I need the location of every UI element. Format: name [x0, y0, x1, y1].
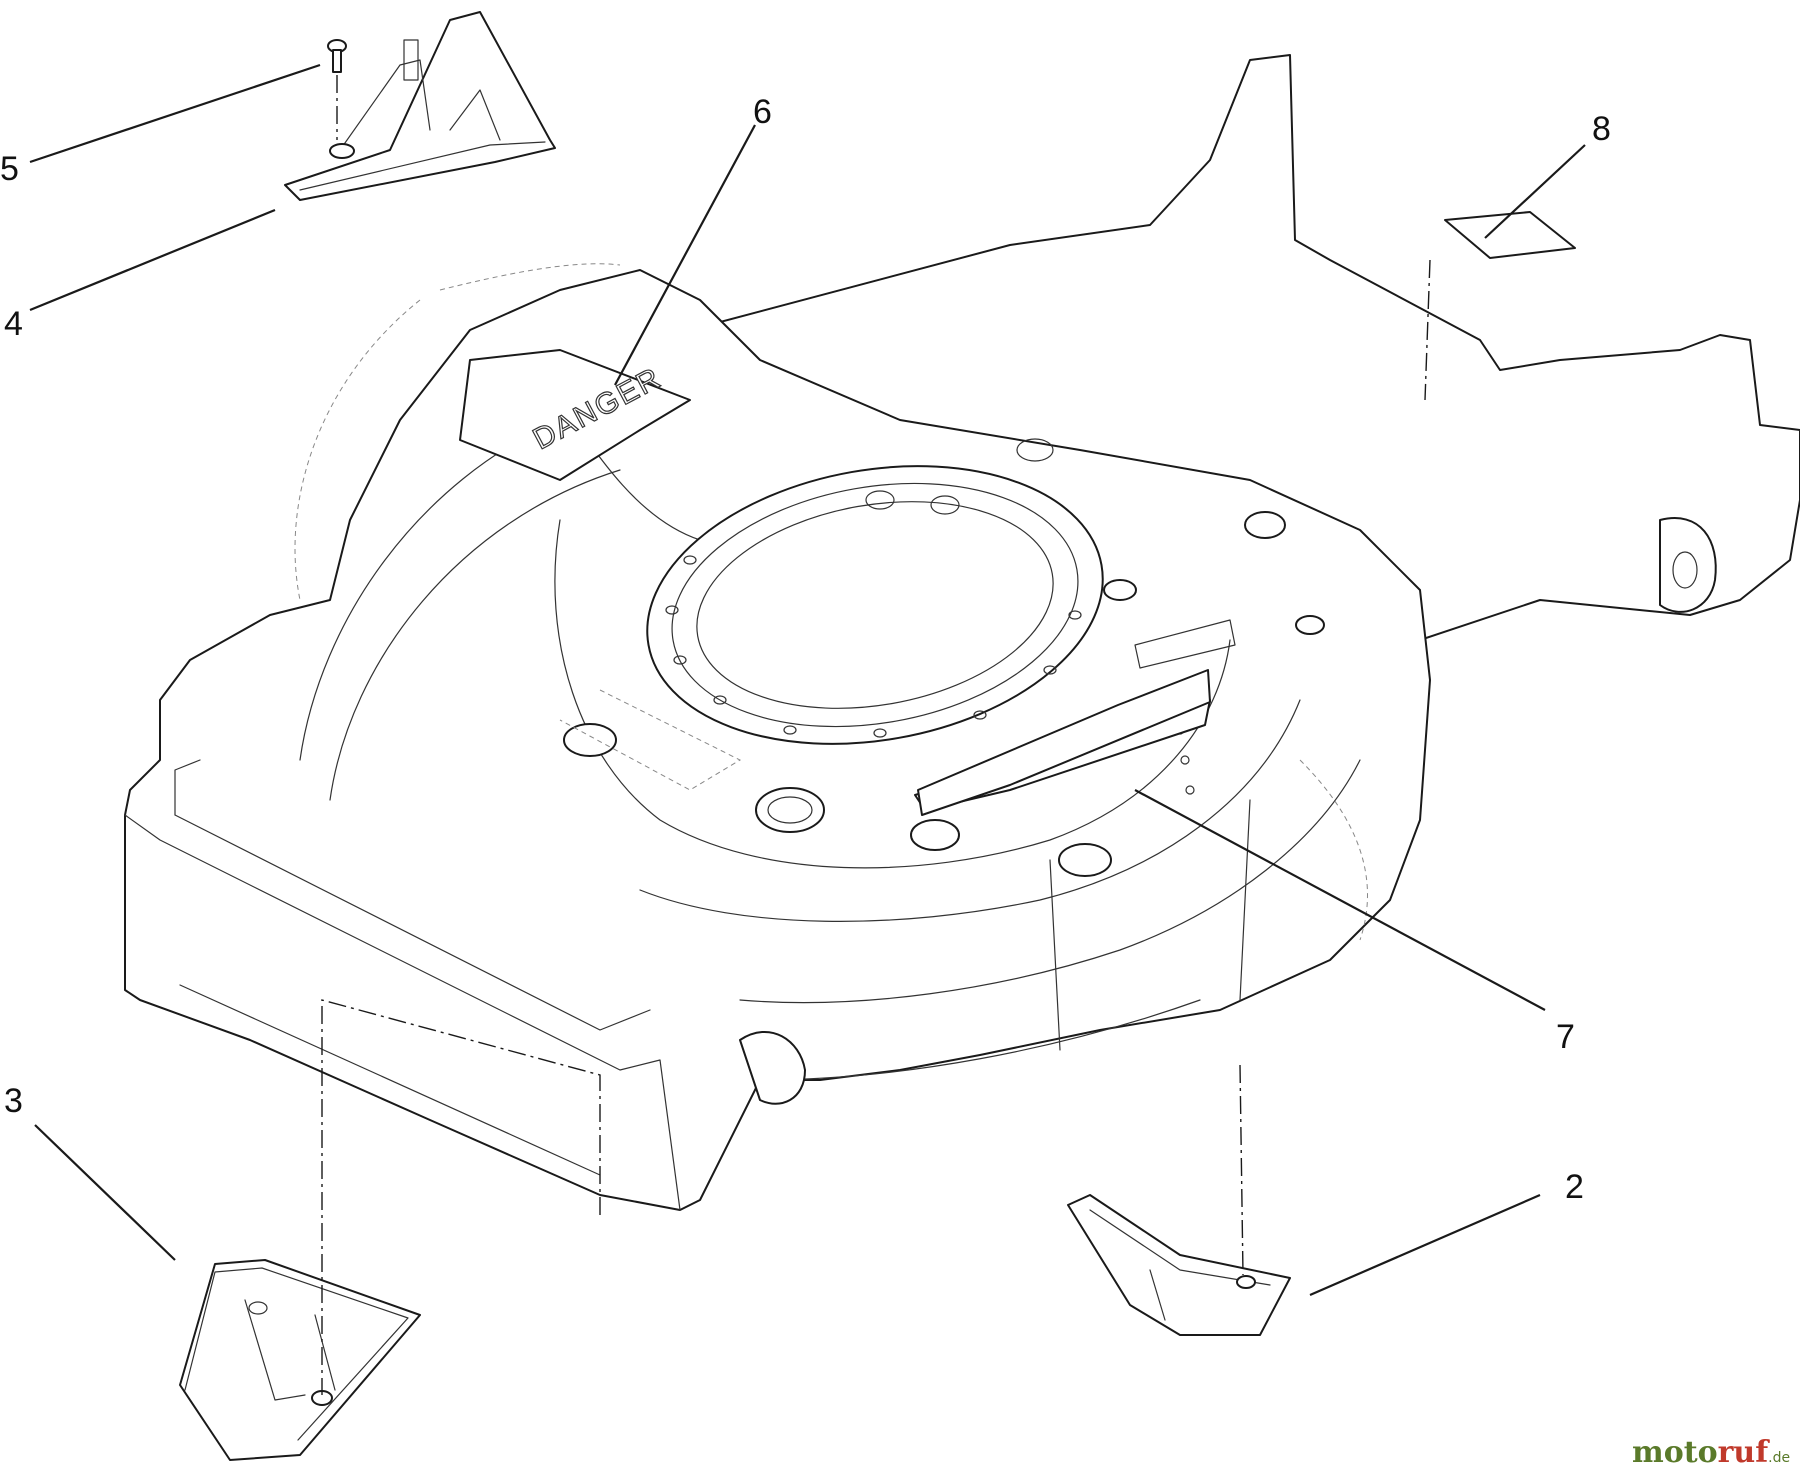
- watermark-part-b: ruf: [1718, 1435, 1771, 1470]
- svg-text:motoruf.de: motoruf.de: [1632, 1435, 1790, 1470]
- motor-ring-bolt-holes: [665, 438, 1082, 738]
- mower-deck-housing: [124, 54, 1800, 1211]
- leader-lines: [29, 63, 1586, 1297]
- watermark-logo: motoruf.de: [1632, 1435, 1790, 1470]
- screw: [327, 39, 347, 140]
- callout-8: 8: [1592, 110, 1611, 148]
- watermark-part-c: .de: [1768, 1450, 1790, 1466]
- small-decal: [1444, 211, 1576, 259]
- callouts: 2 3 4 5 6 7 8: [0, 93, 1611, 1206]
- deck-mounting-bosses: [563, 511, 1325, 877]
- wheel-cover-upper: [284, 11, 556, 201]
- callout-6: 6: [753, 93, 772, 131]
- deck-decal-rectangular: [914, 669, 1211, 816]
- callout-4: 4: [4, 305, 23, 343]
- callout-2: 2: [1565, 1168, 1584, 1206]
- watermark-part-a: moto: [1632, 1435, 1718, 1470]
- callout-5: 5: [0, 150, 19, 188]
- assembly-lines: [321, 259, 1431, 1395]
- wheel-cover-lower: [179, 1259, 421, 1461]
- wheel-cover-right: [1067, 1194, 1291, 1336]
- callout-7: 7: [1556, 1018, 1575, 1056]
- callout-3: 3: [4, 1082, 23, 1120]
